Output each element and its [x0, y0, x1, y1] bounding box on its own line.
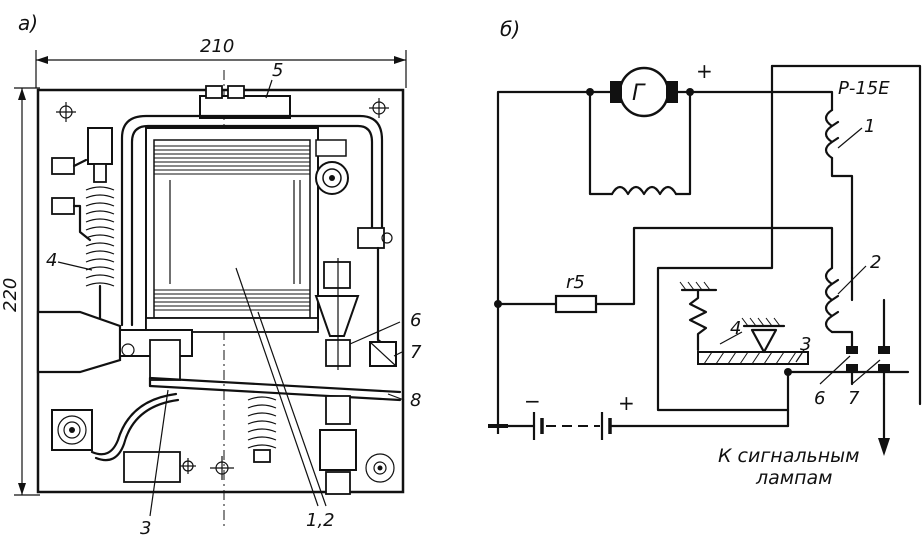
battery-minus: − — [524, 389, 541, 413]
relay-name: Р-15Е — [838, 78, 890, 99]
panel-b-label: б) — [500, 17, 520, 41]
lower-plate — [123, 451, 196, 483]
schematic-callout-3: 3 — [800, 334, 811, 355]
callout-5: 5 — [272, 60, 283, 81]
callout-leaders — [57, 79, 405, 517]
upper-contact — [314, 258, 360, 370]
armature — [679, 281, 809, 365]
lower-left-bracket — [36, 310, 193, 381]
wiring-schematic: б) Р-15Е Г + r5 — [488, 17, 922, 489]
relay-assembly-drawing: а) 210 220 — [0, 11, 422, 539]
height-value: 220 — [0, 278, 21, 312]
generator-label: Г — [632, 81, 646, 106]
callout-3: 3 — [140, 518, 151, 539]
generator: Г + — [610, 59, 713, 118]
width-dimension: 210 — [35, 36, 407, 88]
coil — [145, 127, 319, 333]
height-dimension: 220 — [0, 87, 40, 496]
output-caption-line2: лампам — [755, 467, 833, 489]
coil-terminal — [315, 139, 349, 195]
bottom-contact-stack — [319, 395, 357, 495]
width-value: 210 — [200, 36, 234, 57]
generator-plus: + — [696, 59, 713, 83]
battery-plus: + — [618, 391, 635, 415]
mounting-holes — [56, 98, 389, 480]
panel-a-label: а) — [18, 11, 38, 35]
lower-contact — [369, 341, 397, 367]
top-bracket — [199, 85, 291, 119]
callout-8: 8 — [410, 390, 421, 411]
callout-4: 4 — [46, 250, 57, 271]
schematic-callout-7: 7 — [848, 388, 860, 409]
relay-coil-2 — [824, 266, 854, 350]
output-caption-line1: К сигнальным — [718, 445, 859, 467]
relay-coil-1 — [824, 108, 854, 270]
terminal-lower-left — [51, 392, 180, 462]
resistor-label: r5 — [566, 272, 585, 293]
terminal-lower-right — [365, 453, 395, 483]
callout-1-2: 1,2 — [306, 510, 335, 531]
schematic-leaders — [719, 127, 881, 385]
schematic-callout-6: 6 — [814, 388, 825, 409]
schematic-callout-1: 1 — [864, 116, 875, 137]
return-spring — [247, 396, 277, 463]
schematic-callout-2: 2 — [870, 252, 881, 273]
callout-7: 7 — [410, 342, 422, 363]
callout-6: 6 — [410, 310, 421, 331]
adjusting-spring — [51, 127, 115, 320]
schematic-callout-4: 4 — [730, 318, 741, 339]
battery: − + — [496, 389, 790, 440]
ground-symbol — [488, 424, 508, 434]
